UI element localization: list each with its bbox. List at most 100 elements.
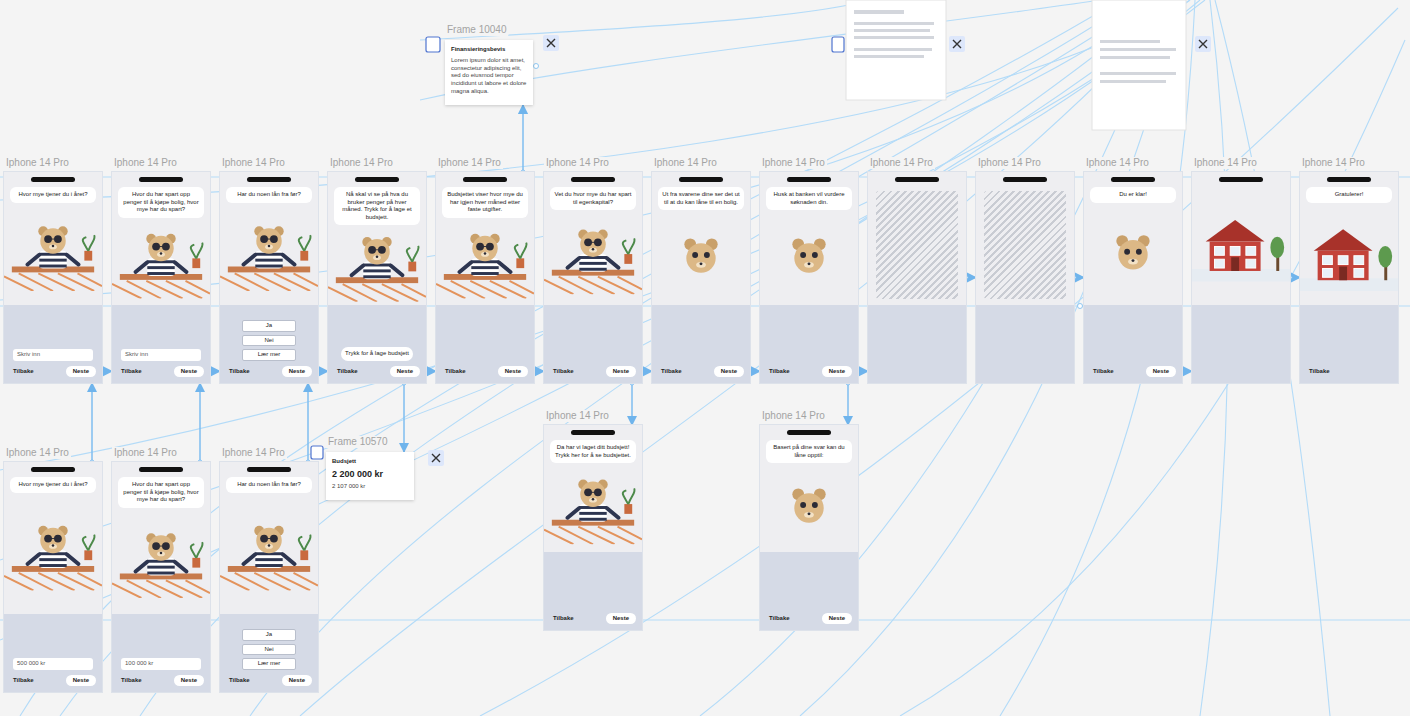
prototype-connector: [199, 383, 201, 462]
close-button: [949, 36, 965, 52]
next-button: Neste: [498, 366, 528, 378]
frame-title: Iphone 14 Pro: [1192, 157, 1259, 169]
house-illustration: [1192, 185, 1290, 305]
button-row: Tilbake: [1306, 366, 1392, 378]
speech-bubble: Hvor du har spart opp penger til å kjøpe…: [118, 477, 204, 508]
head-illustration: [652, 210, 750, 305]
speech-bubble: Budsjettet viser hvor mye du har igjen h…: [442, 187, 528, 218]
button-label: Ja: [266, 631, 272, 637]
text-placeholder: [1100, 48, 1176, 51]
overlay-text: 2 200 000 kr: [332, 469, 408, 481]
button-label: Tilbake: [337, 368, 358, 374]
overlay-frame: Frame 10570Budsjett2 200 000 kr2 107 000…: [326, 452, 414, 500]
button-row: TilbakeNeste: [1090, 366, 1176, 378]
speech-bubble: Har du noen lån fra før?: [226, 187, 312, 203]
overlay-heading: Budsjett: [332, 458, 408, 466]
illustration: [1300, 203, 1398, 306]
phone-notch: [1219, 177, 1263, 182]
phone-notch: [247, 467, 291, 472]
back-button: Tilbake: [766, 366, 793, 378]
overlay-text: Lorem ipsum dolor sit amet, consectetur …: [451, 57, 527, 96]
close-button: [543, 35, 559, 51]
prototype-wire: [250, 0, 1165, 716]
frame-title: Iphone 14 Pro: [328, 157, 395, 169]
speech-bubble: Du er klar!: [1090, 187, 1176, 203]
button-label: Trykk for å lage budsjett: [345, 350, 409, 356]
head-illustration: [1084, 203, 1182, 306]
illustration: [760, 463, 858, 552]
prototype-connector: [307, 383, 309, 462]
phone-frame: Iphone 14 ProUt fra svarene dine ser det…: [652, 172, 750, 383]
bear-illustration: [328, 237, 426, 302]
bear-illustration: [436, 233, 534, 298]
back-button: Tilbake: [766, 613, 793, 625]
back-button: Tilbake: [1306, 366, 1333, 378]
frame-title: Iphone 14 Pro: [112, 157, 179, 169]
next-button: Neste: [282, 366, 312, 378]
button-label: Neste: [613, 368, 629, 374]
bear-illustration: [436, 218, 534, 306]
prototype-connector: [847, 383, 849, 425]
button-label: Neste: [829, 368, 845, 374]
prototype-wire: [900, 40, 1405, 716]
prototype-connector: [91, 383, 93, 462]
button-label: Nei: [264, 337, 273, 343]
text-placeholder: [854, 55, 924, 58]
bottom-panel: Trykk for å lage budsjettTilbake Neste: [328, 305, 426, 383]
phone-notch: [463, 177, 507, 182]
next-button: Neste: [282, 675, 312, 687]
phone-notch: [247, 177, 291, 182]
bear-illustration: [112, 508, 210, 615]
back-button: Tilbake: [1090, 366, 1117, 378]
next-button: Neste: [66, 366, 96, 378]
button-label: Neste: [721, 368, 737, 374]
close-button: [428, 450, 444, 466]
option-button: Ja: [242, 320, 296, 332]
prototype-connector: [631, 383, 633, 425]
bear-illustration: [328, 225, 426, 305]
frame-icon: [832, 37, 844, 52]
prototype-connector: [403, 383, 405, 452]
bottom-panel: 100 000 krTilbakeNeste: [112, 614, 210, 692]
illustration: [436, 218, 534, 306]
bottom-panel: TilbakeNeste: [436, 305, 534, 383]
phone-frame: Iphone 14 Pro: [976, 172, 1074, 383]
text-placeholder: [854, 22, 934, 25]
button-label: Tilbake: [13, 677, 34, 683]
phone-notch: [571, 177, 615, 182]
wire-handle: [1078, 304, 1083, 309]
close-icon: [547, 39, 555, 47]
next-button: Neste: [174, 366, 204, 378]
option-button: Nei: [242, 335, 296, 347]
frame-title: Iphone 14 Pro: [4, 157, 71, 169]
bottom-panel: [976, 305, 1074, 383]
phone-frame: Iphone 14 ProHusk at banken vil vurdere …: [760, 172, 858, 383]
overlay-frame: [846, 0, 1186, 130]
bottom-panel: 500 000 kr Tilbake Neste: [4, 614, 102, 692]
next-button: Neste: [66, 675, 96, 687]
button-label: Lær mer: [258, 351, 281, 357]
back-button: Tilbake: [658, 366, 685, 378]
phone-notch: [1003, 177, 1047, 182]
panel-stack: JaNeiLær mer: [226, 320, 312, 361]
illustration: [4, 203, 102, 306]
next-button: Neste: [822, 366, 852, 378]
bear-illustration: [220, 493, 318, 615]
button-row: Tilbake Neste: [10, 675, 96, 687]
button-label: 500 000 kr: [17, 660, 45, 666]
frame-title: Frame 10040: [445, 24, 508, 36]
button-label: Neste: [397, 368, 413, 374]
next-button: Neste: [606, 366, 636, 378]
frame-title: Iphone 14 Pro: [112, 447, 179, 459]
bear-illustration: [544, 230, 642, 295]
button-label: Neste: [181, 677, 197, 683]
phone-frame: Iphone 14 Pro: [1192, 172, 1290, 383]
button-label: Tilbake: [553, 368, 574, 374]
phone-notch: [31, 467, 75, 472]
next-button: Neste: [822, 613, 852, 625]
phone-notch: [787, 430, 831, 435]
prototype-wire: [0, 0, 1205, 470]
button-row: TilbakeNeste: [10, 366, 96, 378]
bear-illustration: [544, 463, 642, 552]
